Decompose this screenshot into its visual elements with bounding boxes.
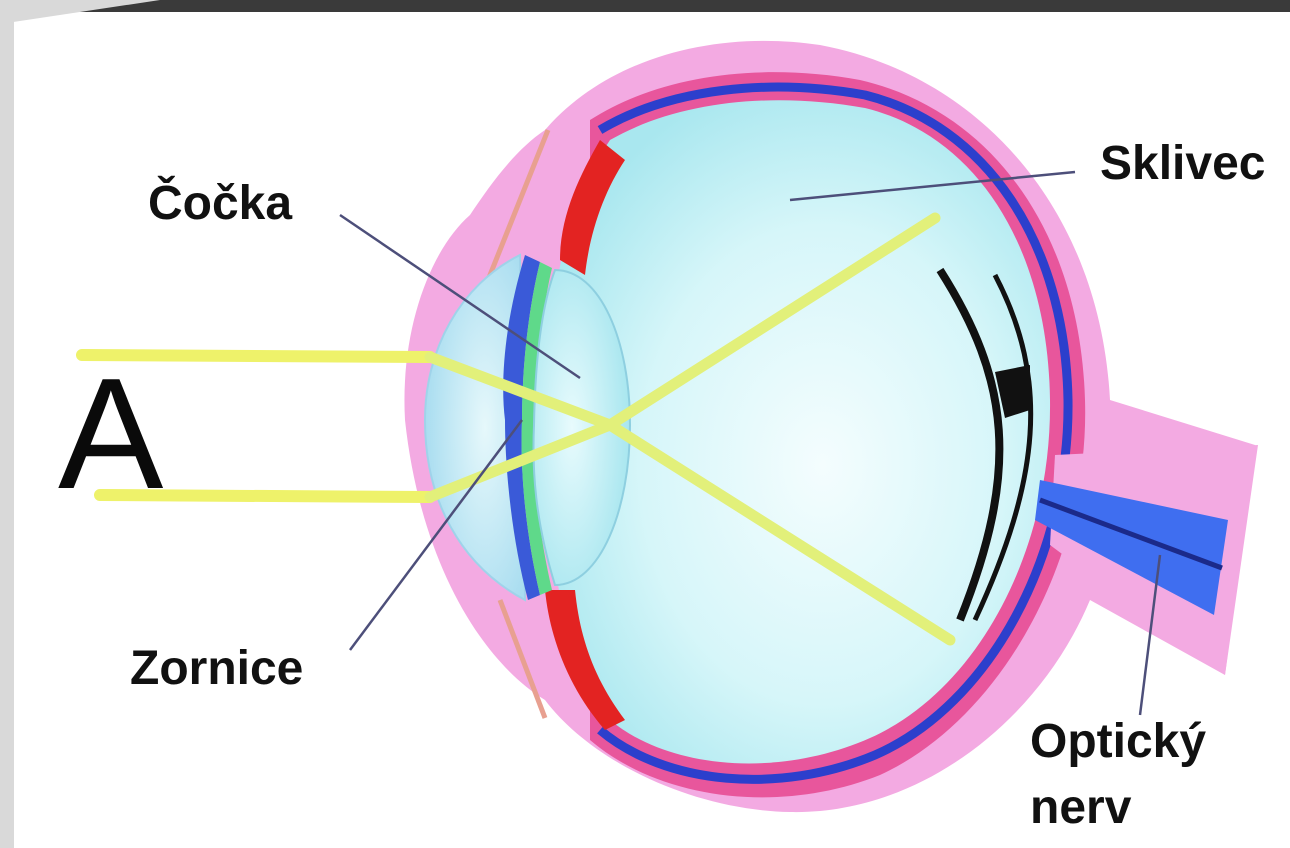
vitreous-label: Sklivec (1100, 140, 1265, 188)
optic-nerve-label-line1: Optický (1030, 718, 1206, 766)
object-letter-label: A (58, 355, 163, 513)
pupil-label: Zornice (130, 645, 303, 693)
optic-nerve-label-line2: nerv (1030, 784, 1131, 832)
corner-frame (0, 0, 160, 24)
left-frame-bar (0, 0, 14, 848)
lens-label: Čočka (148, 180, 292, 228)
top-frame-bar (0, 0, 1290, 12)
